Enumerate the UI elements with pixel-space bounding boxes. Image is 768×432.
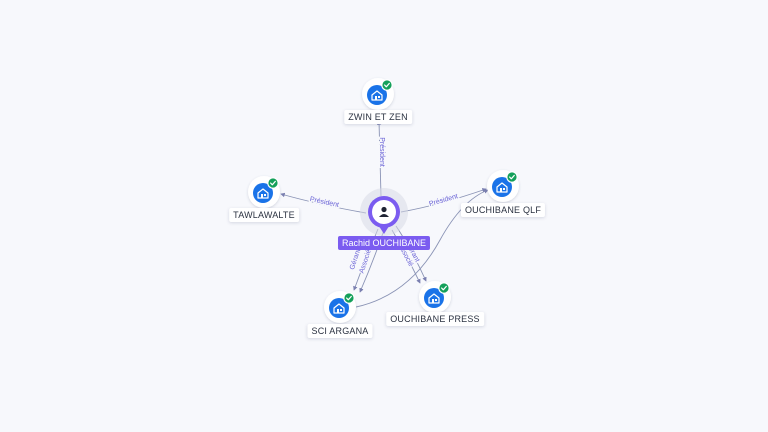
edge-person-tawla: [280, 192, 367, 214]
user-icon: [379, 206, 389, 217]
company-label-zwin-et-zen[interactable]: ZWIN ET ZEN: [344, 110, 412, 124]
company-label-ouchibane-qlf[interactable]: OUCHIBANE QLF: [460, 203, 546, 217]
edge-person-qlf: [400, 188, 487, 213]
edge-label-person-zwin: Président: [378, 137, 385, 167]
building-icon: [257, 188, 269, 199]
edge-person-sci: [359, 229, 385, 293]
company-node-press[interactable]: [419, 281, 451, 313]
verified-check-icon: [381, 79, 393, 91]
building-icon: [496, 182, 508, 193]
building-icon: [428, 293, 440, 304]
company-label-ouchibane-press[interactable]: OUCHIBANE PRESS: [386, 312, 484, 326]
building-icon: [371, 90, 383, 101]
edge-person-zwin: [376, 120, 382, 197]
building-icon: [333, 303, 345, 314]
edge-person-press: [391, 229, 421, 284]
company-node-zwin[interactable]: [362, 78, 394, 110]
edge-label-person-tawla: Président: [309, 196, 339, 209]
person-node[interactable]: [360, 188, 408, 236]
verified-check-icon: [343, 292, 355, 304]
edge-label-person-qlf: Président: [428, 193, 458, 208]
company-label-sci-argana[interactable]: SCI ARGANA: [307, 324, 373, 338]
verified-check-icon: [438, 282, 450, 294]
edge-person-sci: [353, 228, 379, 291]
company-label-tawlawalte[interactable]: TAWLAWALTE: [229, 208, 299, 222]
edge-sci-qlf: [355, 189, 489, 308]
company-node-sci[interactable]: [324, 291, 356, 323]
company-node-tawla[interactable]: [248, 176, 280, 208]
company-node-qlf[interactable]: [487, 170, 519, 202]
person-label[interactable]: Rachid OUCHIBANE: [337, 236, 431, 250]
verified-check-icon: [506, 171, 518, 183]
verified-check-icon: [267, 177, 279, 189]
